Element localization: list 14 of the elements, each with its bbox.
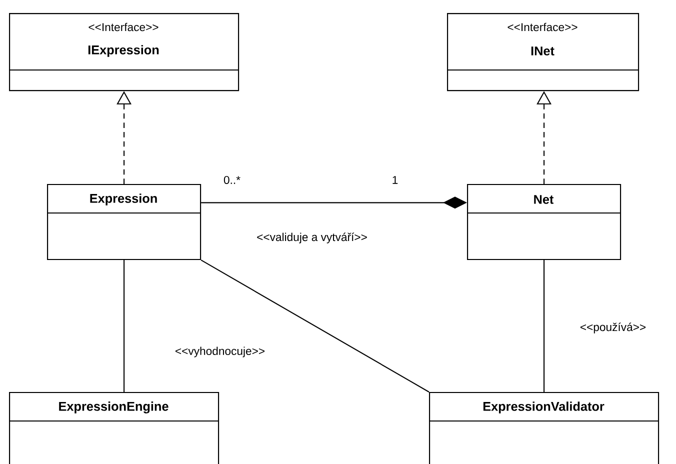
class-box: Net bbox=[467, 184, 622, 260]
multiplicity-label: 1 bbox=[392, 176, 398, 184]
multiplicity-label: 0..* bbox=[224, 176, 240, 184]
class-box: ExpressionEngine bbox=[9, 392, 220, 464]
class-box: Expression bbox=[47, 184, 202, 260]
interface-box: <<Interface>> INet bbox=[447, 13, 640, 92]
association-line bbox=[544, 260, 545, 392]
edge-label: <<vyhodnocuje>> bbox=[174, 345, 266, 359]
class-box: ExpressionValidator bbox=[429, 392, 660, 464]
association-line bbox=[200, 260, 430, 392]
interface-box: <<Interface>> IExpression bbox=[9, 13, 240, 92]
edge-label: <<validuje a vytváří>> bbox=[255, 231, 369, 245]
edge-label: <<používá>> bbox=[578, 321, 648, 335]
association-line bbox=[124, 260, 125, 392]
